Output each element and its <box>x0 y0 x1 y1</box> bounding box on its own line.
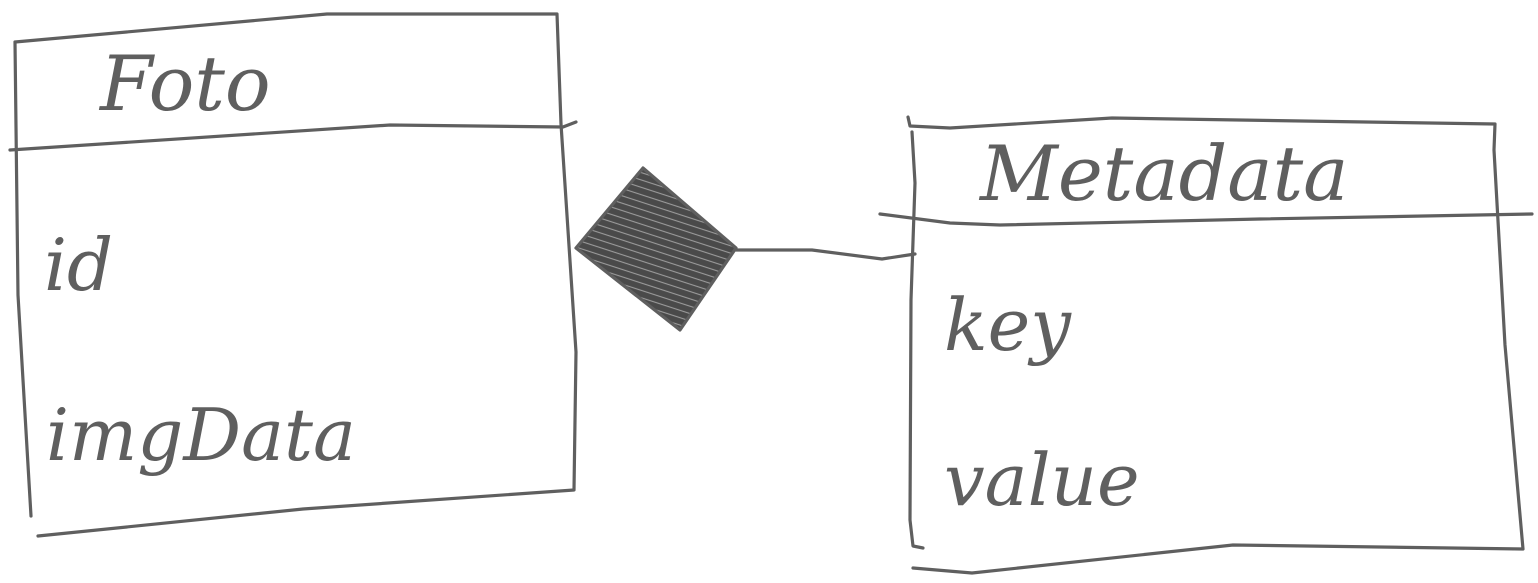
class-foto-title: Foto <box>98 39 271 128</box>
class-metadata-header-divider <box>878 212 1534 227</box>
composition-diamond-fill <box>576 168 736 330</box>
class-metadata-attribute-key: key <box>944 283 1072 367</box>
class-foto-header-divider <box>8 120 578 152</box>
composition-association <box>574 166 917 332</box>
class-metadata: Metadata key value <box>878 115 1534 575</box>
class-metadata-title: Metadata <box>978 129 1348 218</box>
composition-connector-line <box>734 248 917 261</box>
class-metadata-attribute-value: value <box>944 438 1140 522</box>
class-foto: Foto id imgData <box>8 12 578 538</box>
class-foto-attribute-id: id <box>44 223 113 307</box>
composition-diamond-icon <box>574 166 738 332</box>
class-metadata-border <box>906 115 1525 575</box>
class-foto-attribute-imgdata: imgData <box>46 393 356 477</box>
class-foto-border <box>13 12 578 538</box>
